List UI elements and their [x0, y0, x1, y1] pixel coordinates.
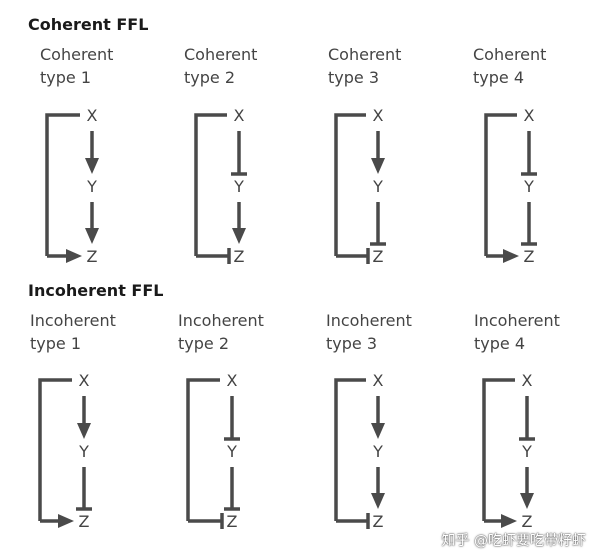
- motif-title-line1: Coherent: [328, 45, 401, 64]
- edge-x-to-z: [38, 378, 74, 528]
- node-z: Z: [227, 512, 238, 531]
- motif-title-line2: type 2: [178, 334, 229, 353]
- edge-y-to-z: [224, 467, 240, 511]
- edge-x-to-y: [519, 396, 535, 441]
- edge-x-to-z: [334, 113, 370, 264]
- motif-title-line2: type 3: [328, 68, 379, 87]
- motif-title-line2: type 1: [40, 68, 91, 87]
- arrowhead: [85, 228, 99, 244]
- motif-incoherent-type-3: [334, 378, 385, 529]
- edge-line: [334, 378, 366, 521]
- edge-x-to-y: [85, 131, 99, 174]
- arrowhead: [371, 423, 385, 439]
- node-x: X: [522, 371, 533, 390]
- motif-title-line1: Coherent: [473, 45, 546, 64]
- edge-x-to-y: [231, 131, 247, 176]
- motif-incoherent-type-1: [38, 378, 92, 528]
- edge-y-to-z: [370, 202, 386, 246]
- motif-coherent-type-1: [45, 113, 99, 263]
- motif-title-line2: type 3: [326, 334, 377, 353]
- node-y: Y: [521, 442, 532, 461]
- node-x: X: [524, 106, 535, 125]
- node-z: Z: [79, 512, 90, 531]
- section-title: Incoherent FFL: [28, 281, 163, 300]
- edge-y-to-z: [76, 467, 92, 511]
- edge-y-to-z: [371, 467, 385, 509]
- node-y: Y: [78, 442, 89, 461]
- edge-line: [186, 378, 220, 521]
- edge-y-to-z: [520, 467, 534, 509]
- edge-x-to-z: [45, 113, 82, 263]
- edge-line: [194, 113, 227, 256]
- motif-title-line1: Coherent: [184, 45, 257, 64]
- edge-x-to-z: [194, 113, 231, 264]
- watermark: 知乎 @吃虾要吃带籽虾: [441, 533, 586, 549]
- motif-title-line1: Coherent: [40, 45, 113, 64]
- edge-x-to-z: [334, 378, 370, 529]
- node-x: X: [373, 371, 384, 390]
- motif-title-line1: Incoherent: [178, 311, 264, 330]
- edge-line: [484, 113, 517, 256]
- arrowhead: [520, 493, 534, 509]
- motif-title-line1: Incoherent: [474, 311, 560, 330]
- node-z: Z: [373, 512, 384, 531]
- arrowhead: [371, 158, 385, 174]
- edge-x-to-y: [224, 396, 240, 441]
- section-title: Coherent FFL: [28, 15, 148, 34]
- edge-x-to-z: [482, 378, 517, 528]
- edge-x-to-y: [371, 131, 385, 174]
- motif-incoherent-type-2: [186, 378, 240, 529]
- motif-title-line1: Incoherent: [30, 311, 116, 330]
- edge-y-to-z: [232, 202, 246, 244]
- arrowhead: [77, 423, 91, 439]
- edge-x-to-y: [77, 396, 91, 439]
- edge-y-to-z: [85, 202, 99, 244]
- node-x: X: [373, 106, 384, 125]
- node-z: Z: [234, 247, 245, 266]
- node-y: Y: [233, 177, 244, 196]
- node-y: Y: [372, 177, 383, 196]
- node-x: X: [79, 371, 90, 390]
- node-z: Z: [524, 247, 535, 266]
- edge-line: [482, 378, 515, 521]
- motif-title-line2: type 1: [30, 334, 81, 353]
- node-x: X: [87, 106, 98, 125]
- motif-coherent-type-3: [334, 113, 386, 264]
- node-z: Z: [373, 247, 384, 266]
- motif-coherent-type-4: [484, 113, 537, 263]
- node-y: Y: [523, 177, 534, 196]
- node-z: Z: [87, 247, 98, 266]
- arrowhead: [503, 249, 519, 263]
- edge-y-to-z: [521, 202, 537, 246]
- arrowhead: [58, 514, 74, 528]
- motif-incoherent-type-4: [482, 378, 535, 528]
- edge-line: [334, 113, 366, 256]
- node-x: X: [234, 106, 245, 125]
- arrowhead: [232, 228, 246, 244]
- node-x: X: [227, 371, 238, 390]
- motif-title-line2: type 4: [474, 334, 525, 353]
- arrowhead: [371, 493, 385, 509]
- node-z: Z: [522, 512, 533, 531]
- edge-x-to-y: [521, 131, 537, 176]
- motif-title-line2: type 4: [473, 68, 524, 87]
- edge-line: [38, 378, 72, 521]
- arrowhead: [85, 158, 99, 174]
- motif-title-line1: Incoherent: [326, 311, 412, 330]
- edge-x-to-y: [371, 396, 385, 439]
- edge-x-to-z: [484, 113, 519, 263]
- arrowhead: [66, 249, 82, 263]
- edge-x-to-z: [186, 378, 224, 529]
- motif-title-line2: type 2: [184, 68, 235, 87]
- arrowhead: [501, 514, 517, 528]
- node-y: Y: [226, 442, 237, 461]
- node-y: Y: [86, 177, 97, 196]
- motif-coherent-type-2: [194, 113, 247, 264]
- edge-line: [45, 113, 80, 256]
- node-y: Y: [372, 442, 383, 461]
